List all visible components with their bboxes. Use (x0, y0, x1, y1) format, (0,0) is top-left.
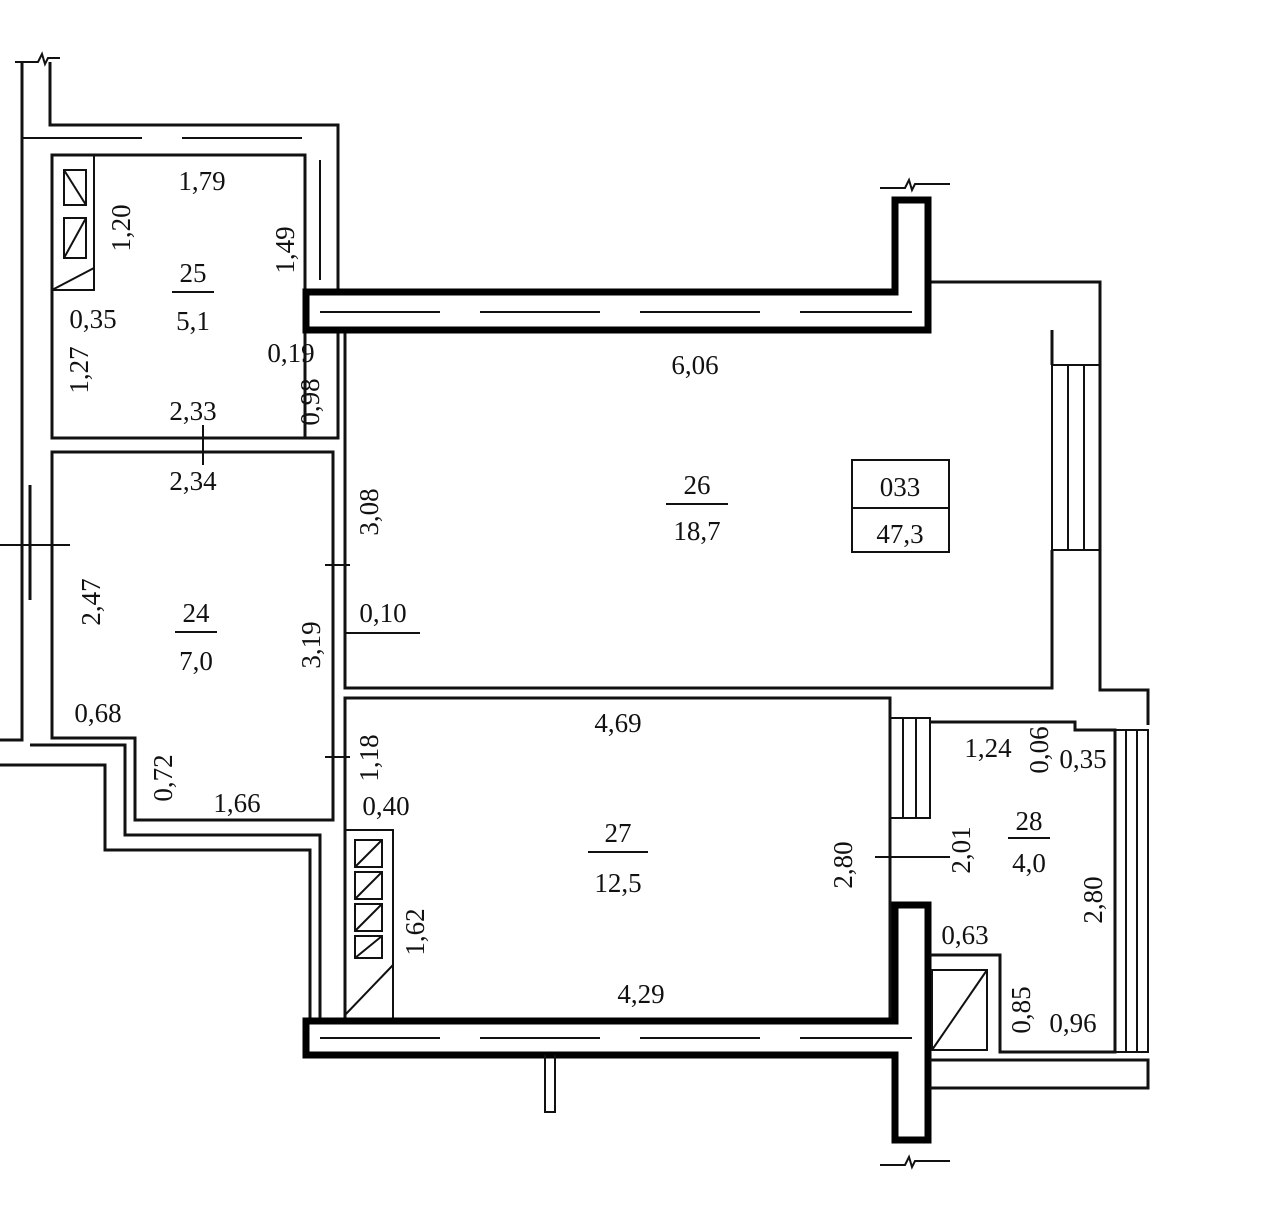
room-24-outline (50, 450, 335, 822)
dim-label: 2,34 (169, 466, 217, 496)
walls (0, 51, 1150, 1170)
dim-label: 2,47 (76, 578, 106, 625)
room-26-area: 18,7 (673, 516, 720, 546)
dim-label: 0,10 (359, 598, 406, 628)
room-labels: 25 5,1 24 7,0 26 18,7 27 12,5 28 4,0 (172, 258, 1050, 898)
apartment-number: 033 (880, 472, 921, 502)
dim-label: 0,35 (69, 304, 116, 334)
dim-label: 1,79 (178, 166, 225, 196)
dim-label: 4,69 (594, 708, 641, 738)
room-27-outline (343, 696, 892, 1022)
dim-label: 1,27 (64, 346, 94, 393)
apartment-total-area: 47,3 (876, 519, 923, 549)
dim-label: 0,63 (941, 920, 988, 950)
dim-label: 2,33 (169, 396, 216, 426)
room-24-area: 7,0 (179, 646, 213, 676)
dimension-labels: 1,79 1,20 1,49 0,35 1,27 0,19 0,98 2,33 … (64, 166, 1108, 1038)
dim-label: 1,66 (213, 788, 260, 818)
dim-label: 0,98 (295, 378, 325, 425)
dim-label: 3,08 (354, 488, 384, 535)
dim-label: 2,01 (946, 826, 976, 873)
dim-label: 1,62 (400, 908, 430, 955)
dim-label: 0,19 (267, 338, 314, 368)
dim-label: 2,80 (1078, 876, 1108, 923)
room-27-area: 12,5 (594, 868, 641, 898)
dim-label: 1,20 (106, 204, 136, 251)
dim-label: 1,18 (354, 734, 384, 781)
room-28-number: 28 (1016, 806, 1043, 836)
room-28-area: 4,0 (1012, 848, 1046, 878)
dim-label: 3,19 (296, 621, 326, 668)
dim-label: 1,24 (964, 733, 1012, 763)
dim-label: 0,72 (148, 754, 178, 801)
dim-label: 4,29 (617, 979, 664, 1009)
dim-label: 0,85 (1006, 986, 1036, 1033)
dim-label: 0,35 (1059, 744, 1106, 774)
room-24-number: 24 (183, 598, 211, 628)
dim-label: 0,06 (1024, 726, 1054, 773)
room-25-area: 5,1 (176, 306, 210, 336)
dim-label: 1,49 (270, 226, 300, 273)
room-26-number: 26 (684, 470, 711, 500)
dim-label: 0,40 (362, 791, 409, 821)
room-25-number: 25 (180, 258, 207, 288)
dim-label: 0,96 (1049, 1008, 1096, 1038)
dim-label: 6,06 (671, 350, 718, 380)
dim-label: 0,68 (74, 698, 121, 728)
room-27-number: 27 (605, 818, 632, 848)
apartment-badge: 033 47,3 (851, 459, 950, 553)
dim-label: 2,80 (828, 841, 858, 888)
